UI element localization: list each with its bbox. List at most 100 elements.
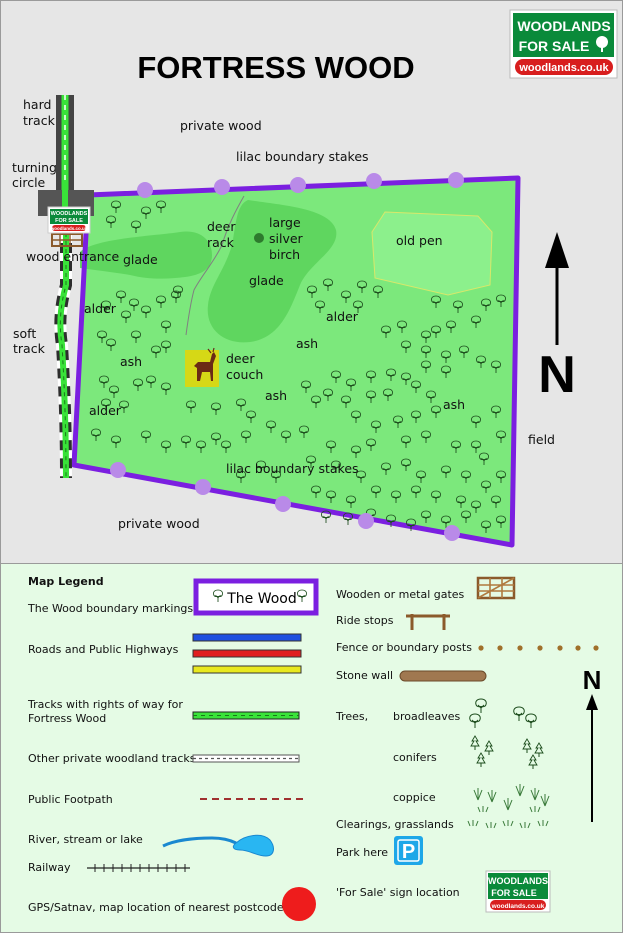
logo-line1: WOODLANDS — [517, 18, 610, 34]
grass-tuft — [537, 820, 549, 827]
legend-boundary-symbol: The Wood — [193, 578, 319, 616]
legend-boundary-label: The Wood boundary markings — [27, 602, 193, 615]
legend-gates-symbol — [476, 576, 516, 600]
boundary-stake-marker — [358, 513, 374, 529]
legend-tracks-symbol — [192, 711, 300, 720]
legend-sign-line1: WOODLANDS — [488, 876, 548, 886]
coppice-stem — [503, 798, 513, 811]
map-sign-url: woodlands.co.uk — [50, 226, 88, 231]
legend-gates-label: Wooden or metal gates — [336, 588, 465, 601]
legend-conifers-label: conifers — [393, 751, 437, 764]
legend-river-symbol — [162, 834, 274, 857]
grass-tuft — [477, 806, 489, 813]
legend-park-symbol: P — [394, 836, 423, 865]
map-for-sale-sign: WOODLANDS FOR SALE woodlands.co.uk — [47, 206, 91, 234]
legend-coppice-symbol — [473, 784, 550, 811]
map-title: FORTRESS WOOD — [137, 50, 414, 85]
legend-ride-stops-symbol — [406, 614, 450, 630]
legend-for-sale-label: 'For Sale' sign location — [336, 886, 460, 899]
boundary-stakes — [110, 172, 464, 541]
label-wood-entrance: wood entrance — [26, 249, 120, 264]
legend-roads-label: Roads and Public Highways — [28, 643, 179, 656]
label-ash-1: ash — [296, 336, 318, 351]
coppice-stem — [540, 794, 550, 807]
entrance-gate — [51, 233, 83, 247]
boundary-stake-marker — [137, 182, 153, 198]
boundary-stake-marker — [110, 462, 126, 478]
legend-coppice-label: coppice — [393, 791, 436, 804]
coppice-stem — [530, 788, 540, 801]
north-letter-legend: N — [583, 665, 602, 695]
coppice-stem — [473, 788, 483, 801]
legend-fence-label: Fence or boundary posts — [336, 641, 472, 654]
boundary-stake-marker — [448, 172, 464, 188]
legend-sign-line2: FOR SALE — [491, 888, 537, 898]
legend-fence-symbol — [478, 645, 599, 651]
legend-roads-symbol — [192, 633, 302, 674]
legend-stone-wall-symbol — [399, 670, 487, 682]
deer-rack-path — [185, 195, 245, 336]
grass-tuft — [502, 820, 514, 827]
label-lilac-top: lilac boundary stakes — [236, 149, 369, 164]
fence-post-dot — [497, 645, 503, 651]
silver-birch-marker — [254, 233, 264, 243]
label-glade-left: glade — [123, 252, 158, 267]
legend-for-sale-symbol: WOODLANDS FOR SALE woodlands.co.uk — [485, 870, 551, 913]
soft-track — [54, 225, 72, 479]
legend-clearings-label: Clearings, grasslands — [336, 818, 454, 831]
legend-stone-wall-label: Stone wall — [336, 669, 393, 682]
label-field: field — [528, 432, 555, 447]
label-ash-3: ash — [265, 388, 287, 403]
logo-url: woodlands.co.uk — [518, 62, 609, 74]
fence-post-dot — [575, 645, 581, 651]
label-alder-3: alder — [89, 403, 122, 418]
boundary-stake-marker — [444, 525, 460, 541]
map-sign-line2: FOR SALE — [55, 218, 83, 224]
legend-footpath-label: Public Footpath — [28, 793, 113, 806]
legend-private-tracks-symbol — [192, 754, 300, 763]
legend-park-letter: P — [402, 841, 415, 863]
legend-railway-label: Railway — [28, 861, 71, 874]
legend-trees-label: Trees, — [335, 710, 368, 723]
label-old-pen: old pen — [396, 233, 443, 248]
fence-post-dot — [537, 645, 543, 651]
legend-sign-url: woodlands.co.uk — [491, 903, 545, 910]
grass-tuft — [529, 806, 541, 813]
legend-river-label: River, stream or lake — [28, 833, 143, 846]
boundary-stake-marker — [195, 479, 211, 495]
north-arrow-legend: N — [583, 665, 602, 822]
legend-gps-marker — [282, 887, 316, 921]
boundary-stake-marker — [290, 177, 306, 193]
label-alder-2: alder — [326, 309, 359, 324]
coppice-stem — [515, 784, 525, 797]
legend-ride-stops-label: Ride stops — [336, 614, 394, 627]
logo-line2: FOR SALE — [519, 38, 590, 54]
legend-heading: Map Legend — [28, 575, 104, 588]
fence-post-dot — [478, 645, 484, 651]
legend-park-label: Park here — [336, 846, 388, 859]
legend-boundary-box-text: The Wood — [226, 591, 297, 607]
fence-post-dot — [593, 645, 599, 651]
legend-broadleaves-label: broadleaves — [393, 710, 461, 723]
woodlands-for-sale-logo: WOODLANDS FOR SALE woodlands.co.uk — [509, 9, 618, 79]
fence-post-dot — [517, 645, 523, 651]
map-sign-line1: WOODLANDS — [51, 211, 88, 217]
north-letter-map: N — [538, 346, 576, 404]
deer-couch-icon — [185, 347, 219, 387]
label-lilac-bottom: lilac boundary stakes — [226, 461, 359, 476]
legend-gps-label: GPS/Satnav, map location of nearest post… — [28, 901, 284, 914]
grass-tuft — [485, 822, 497, 829]
old-pen-area — [371, 211, 493, 296]
label-ash-4: ash — [443, 397, 465, 412]
fence-post-dot — [557, 645, 563, 651]
grass-tuft — [467, 820, 479, 827]
legend-private-tracks-label: Other private woodland tracks — [28, 752, 196, 765]
north-arrow-map: N — [538, 232, 576, 404]
boundary-stake-marker — [275, 496, 291, 512]
